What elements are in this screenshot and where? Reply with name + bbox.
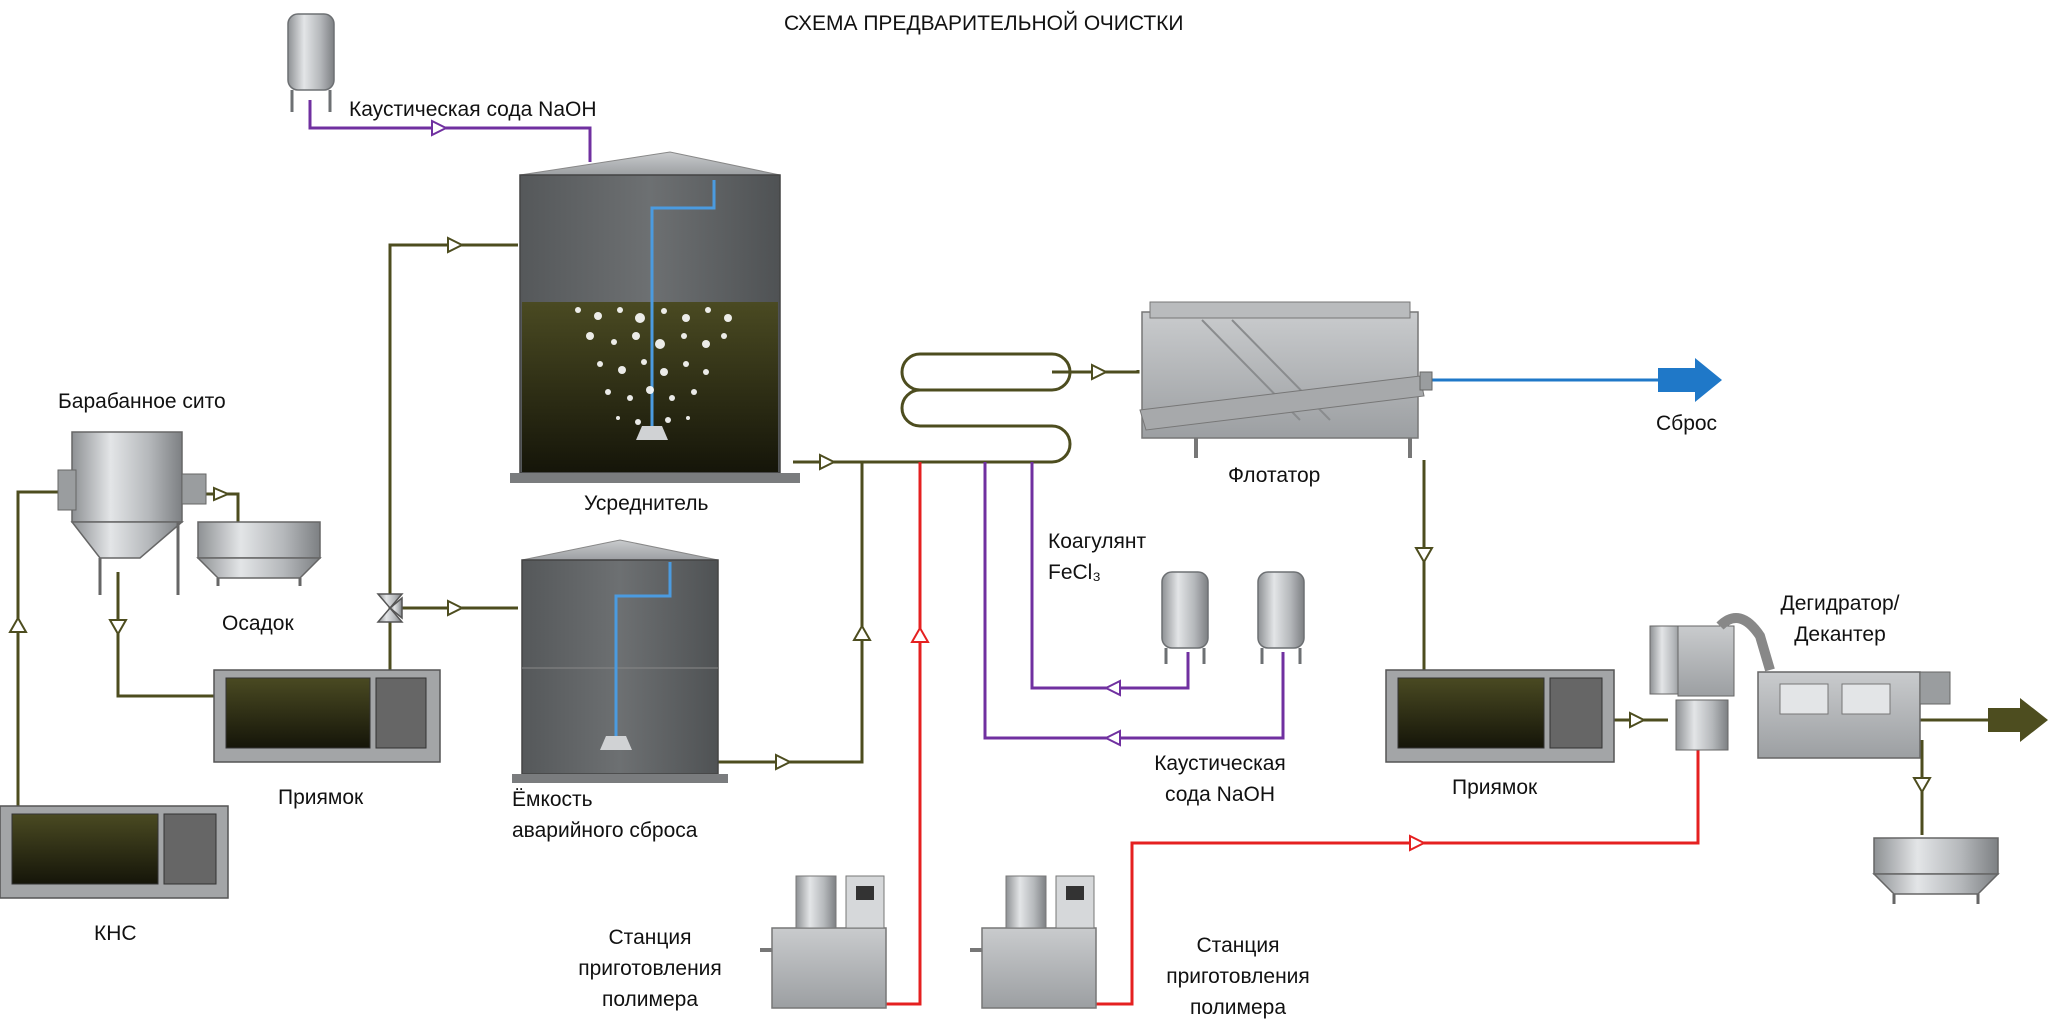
label-flotator: Флотатор [1228,464,1321,487]
label-sediment: Осадок [222,612,294,635]
naoh-arrows [431,119,1121,747]
naoh-pipes [308,100,1285,740]
sludge-container-right [1872,837,2000,904]
pit-left [213,669,441,763]
label-polymer-2-line2: приготовления [1166,965,1310,988]
three-way-valve [376,593,404,623]
label-drum-screen: Барабанное сито [58,390,226,413]
dehydrator-decanter [1649,613,1951,759]
label-kns: КНС [94,922,137,945]
drum-screen [57,431,207,595]
label-naoh-mid: Каустическая сода NaOH [1140,748,1300,810]
polymer-station-2 [970,875,1097,1009]
label-naoh-mid-line1: Каустическая [1154,752,1286,775]
label-coagulant-line1: Коагулянт [1048,530,1147,553]
diagram-title: СХЕМА ПРЕДВАРИТЕЛЬНОЙ ОЧИСТКИ [784,12,1184,35]
polymer-arrows [910,625,1427,852]
label-polymer-2-line1: Станция [1196,934,1280,957]
label-naoh-mid-line2: сода NaOH [1164,783,1276,806]
label-discharge: Сброс [1656,412,1718,435]
label-polymer-1-line2: приготовления [578,957,722,980]
label-polymer-1-line3: полимера [601,988,699,1011]
kns-pit [0,805,229,899]
label-emergency-tank: Ёмкость аварийного сброса [512,784,722,846]
label-dehydrator-line1: Дегидратор/ [1780,592,1900,615]
coagulant-vessel-2 [1257,571,1305,664]
label-polymer-station-1: Станция приготовления полимера [560,922,740,1015]
label-emergency-line1: Ёмкость [512,788,593,811]
label-coagulant: Коагулянт FeCl₃ [1048,526,1146,588]
label-polymer-station-2: Станция приготовления полимера [1148,930,1328,1023]
polymer-station-1 [760,875,887,1009]
label-pit-right: Приямок [1452,776,1538,799]
pit-right [1385,669,1615,763]
aeration-bubbles [575,307,732,425]
dehydrator-output-arrow [1988,698,2048,742]
flotator [1139,301,1433,458]
label-pit-left: Приямок [278,786,364,809]
sludge-arrows [8,236,1932,795]
label-coagulant-line2: FeCl₃ [1048,561,1101,584]
water-discharge [1432,358,1722,402]
label-dehydrator-line2: Декантер [1794,623,1886,646]
label-polymer-2-line3: полимера [1189,996,1287,1019]
sediment-container [196,521,322,586]
emergency-tank [512,539,728,783]
coagulant-vessel-1 [1161,571,1209,664]
label-polymer-1-line1: Станция [608,926,692,949]
label-emergency-line2: аварийного сброса [512,819,698,842]
naoh-vessel-top [287,13,335,112]
equalizer-tank [510,151,800,483]
label-equalizer: Усреднитель [584,492,709,515]
label-naoh-top: Каустическая сода NaOH [349,98,597,121]
label-dehydrator: Дегидратор/ Декантер [1770,588,1910,650]
